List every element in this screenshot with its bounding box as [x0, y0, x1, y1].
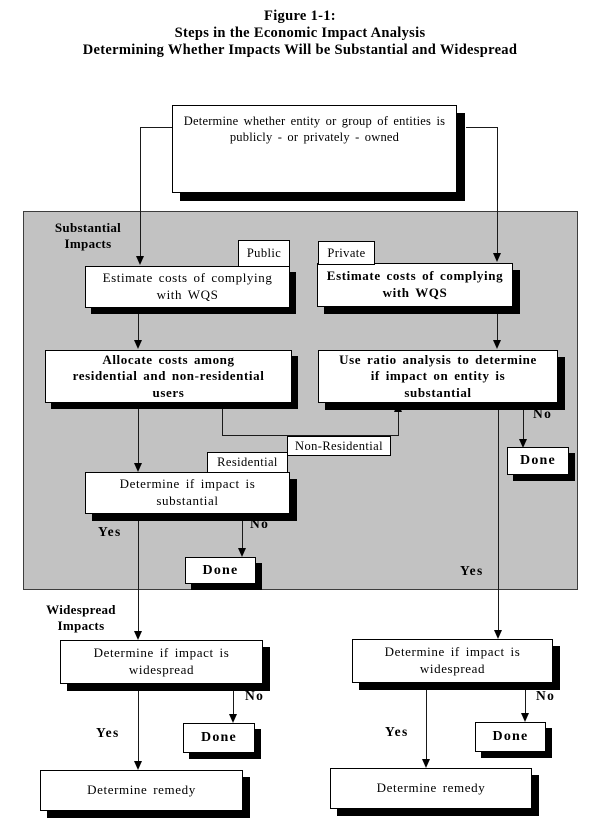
node-determine-remedy-right: Determine remedy [330, 768, 532, 809]
arrowhead-down-icon [519, 439, 527, 448]
figure-title-line1: Figure 1-1: [264, 8, 336, 24]
node-determine-remedy-right-text: Determine remedy [376, 780, 486, 796]
node-estimate-costs-public: Estimate costs of complying with WQS [85, 266, 290, 308]
node-determine-ownership-text: Determine whether entity or group of ent… [183, 114, 446, 144]
connector-root-right [466, 127, 497, 128]
connector-ratio-yes [498, 402, 499, 630]
connector-estpub-allocate [138, 307, 139, 340]
arrowhead-down-icon [134, 463, 142, 472]
figure-title: Figure 1-1: Steps in the Economic Impact… [0, 8, 600, 59]
connector-widespreadR-yes [426, 682, 427, 759]
node-ratio-analysis-text: Use ratio analysis to determine if impac… [339, 351, 537, 400]
connector-ratio-no [523, 402, 524, 439]
arrowhead-down-icon [134, 340, 142, 349]
node-allocate-costs-text: Allocate costs among residential and non… [72, 351, 265, 400]
connector-widespreadL-yes [138, 683, 139, 761]
figure-title-line2: Steps in the Economic Impact Analysis [174, 25, 426, 41]
label-yes-ratio: Yes [460, 563, 484, 578]
node-estimate-costs-private: Estimate costs of complying with WQS [317, 263, 513, 307]
arrowhead-down-icon [134, 631, 142, 640]
arrowhead-down-icon [521, 713, 529, 722]
node-determine-ownership: Determine whether entity or group of ent… [172, 105, 457, 193]
arrowhead-down-icon [493, 340, 501, 349]
connector-private-down [497, 127, 498, 253]
connector-nonres-across [222, 435, 399, 436]
arrowhead-down-icon [238, 548, 246, 557]
node-determine-substantial-text: Determine if impact is substantial [119, 476, 256, 508]
node-determine-widespread-left-text: Determine if impact is widespread [93, 645, 230, 677]
node-determine-remedy-left: Determine remedy [40, 770, 243, 811]
node-done-widespread-right: Done [475, 722, 546, 752]
node-determine-widespread-right-text: Determine if impact is widespread [384, 644, 521, 676]
arrowhead-down-icon [134, 761, 142, 770]
done-text: Done [492, 729, 529, 745]
done-text: Done [201, 730, 237, 746]
connector-widespreadL-no [233, 683, 234, 714]
connector-nonres-up [398, 412, 399, 435]
label-yes-substantial: Yes [98, 524, 122, 539]
connector-residential-path [138, 402, 139, 463]
node-determine-remedy-left-text: Determine remedy [87, 782, 196, 798]
connector-substantial-no [242, 513, 243, 548]
tag-residential: Residential [207, 452, 288, 473]
node-done-substantial-left: Done [185, 557, 256, 584]
arrowhead-down-icon [494, 630, 502, 639]
node-estimate-costs-public-text: Estimate costs of complying with WQS [102, 270, 273, 302]
arrowhead-down-icon [422, 759, 430, 768]
connector-widespreadR-no [525, 682, 526, 713]
node-done-substantial-right: Done [507, 447, 569, 475]
node-done-widespread-left: Done [183, 723, 255, 753]
label-no-widespread-left: No [245, 688, 265, 703]
arrowhead-down-icon [493, 253, 501, 262]
connector-substantial-yes [138, 513, 139, 631]
label-substantial-impacts: Substantial Impacts [54, 220, 122, 252]
connector-public-down [140, 127, 141, 256]
label-widespread-impacts: Widespread Impacts [46, 602, 116, 634]
tag-non-residential: Non-Residential [287, 436, 391, 456]
node-allocate-costs: Allocate costs among residential and non… [45, 350, 292, 403]
connector-nonres-down [222, 402, 223, 435]
node-estimate-costs-private-text: Estimate costs of complying with WQS [326, 268, 504, 300]
node-ratio-analysis: Use ratio analysis to determine if impac… [318, 350, 558, 403]
node-determine-widespread-left: Determine if impact is widespread [60, 640, 263, 684]
node-determine-widespread-right: Determine if impact is widespread [352, 639, 553, 683]
label-no-widespread-right: No [536, 688, 556, 703]
arrowhead-down-icon [136, 256, 144, 265]
connector-root-left [140, 127, 172, 128]
label-no-ratio: No [533, 406, 553, 421]
label-no-substantial: No [250, 516, 270, 531]
figure-title-line3: Determining Whether Impacts Will be Subs… [82, 42, 518, 58]
label-yes-widespread-left: Yes [96, 725, 120, 740]
label-yes-widespread-right: Yes [385, 724, 409, 739]
node-determine-substantial: Determine if impact is substantial [85, 472, 290, 514]
arrowhead-up-icon [394, 403, 402, 412]
connector-estpriv-ratio [497, 306, 498, 340]
done-text: Done [520, 453, 556, 469]
tag-public: Public [238, 240, 290, 267]
arrowhead-down-icon [229, 714, 237, 723]
tag-private: Private [318, 241, 375, 265]
done-text: Done [202, 562, 239, 578]
